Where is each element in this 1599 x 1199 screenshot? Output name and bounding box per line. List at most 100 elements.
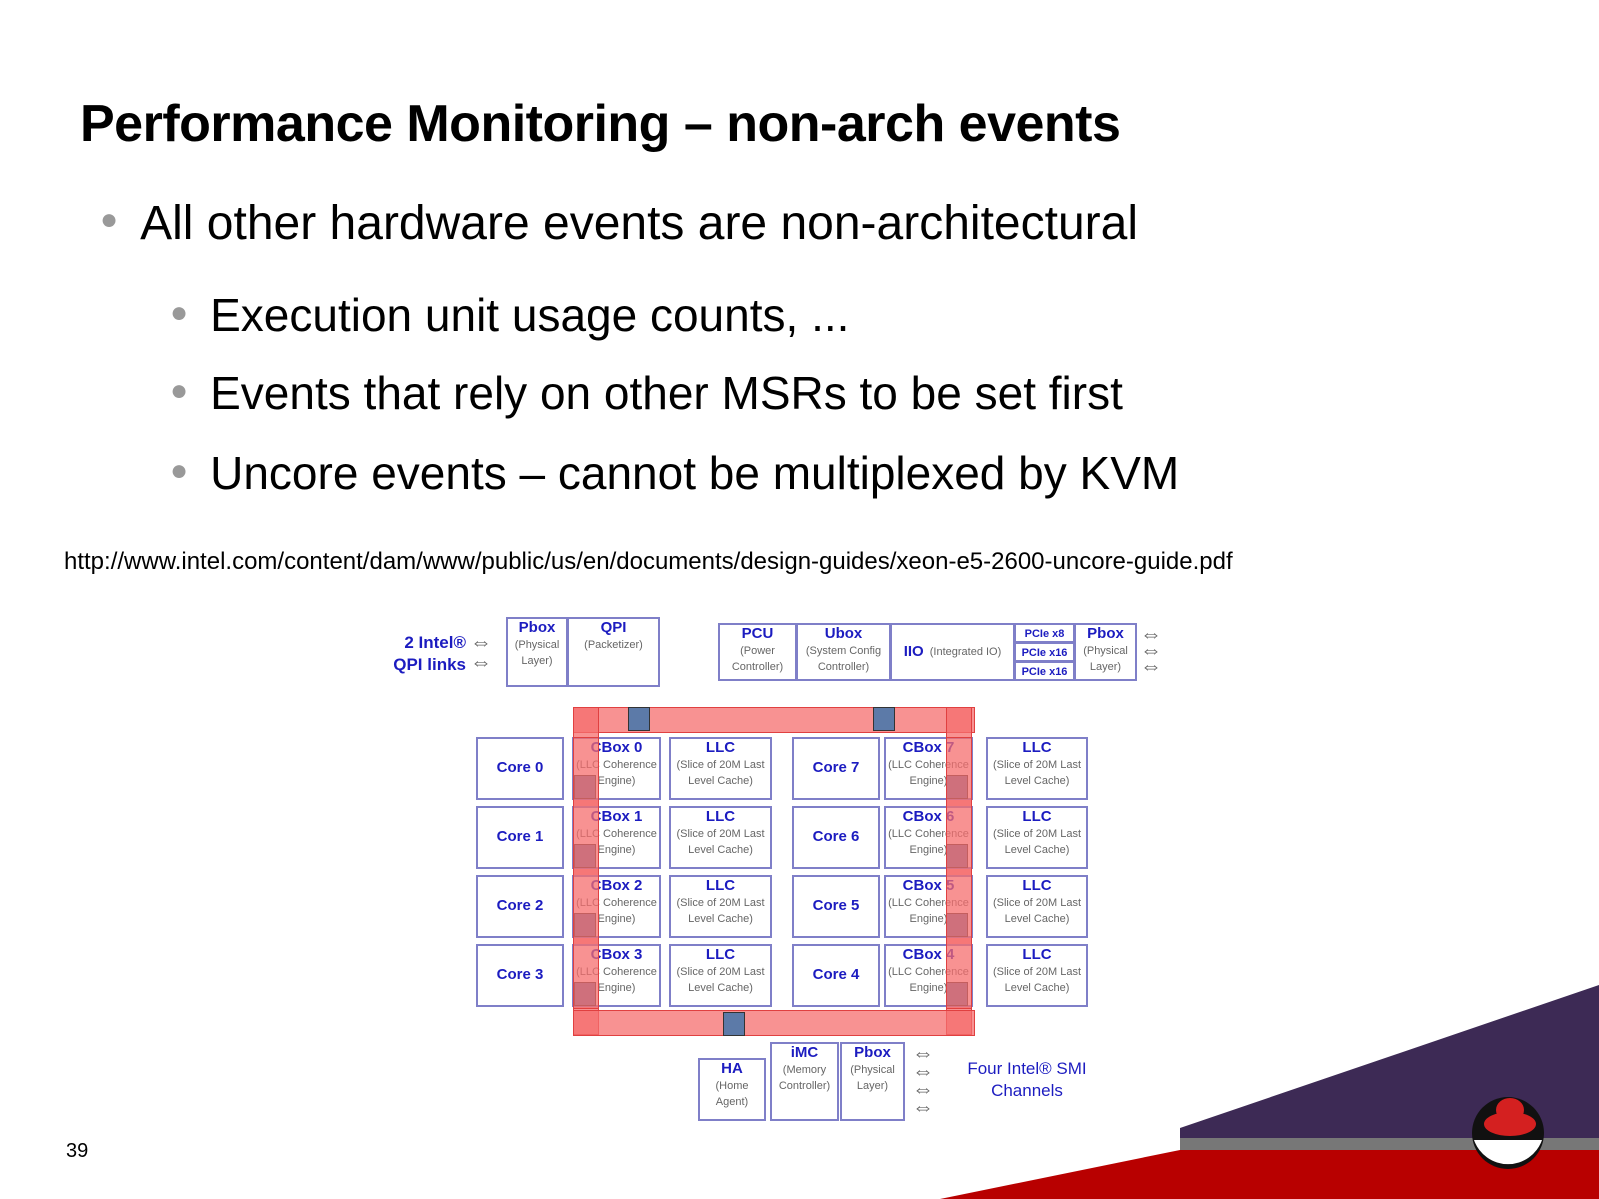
bullet-text: Execution unit usage counts, ... [210, 289, 850, 341]
box-desc: Engine) [909, 775, 948, 787]
reference-link[interactable]: http://www.intel.com/content/dam/www/pub… [64, 548, 1233, 575]
double-arrow-icon: ⇔⇔⇔ [1140, 621, 1162, 678]
box-desc: Level Cache) [1004, 775, 1070, 787]
box-title: LLC [1022, 808, 1052, 825]
box-desc: (Integrated IO) [929, 646, 1002, 658]
ring-bus [946, 737, 972, 1009]
box-desc: Level Cache) [1004, 982, 1070, 994]
box-title: LLC [1022, 877, 1052, 894]
pcie-slot: PCIe x16 [1014, 661, 1075, 681]
box-title: Core 6 [812, 828, 860, 845]
bullet: ●All other hardware events are non-archi… [100, 196, 1138, 251]
box-desc: Level Cache) [1004, 844, 1070, 856]
box-desc: Controller) [731, 661, 784, 673]
double-arrow-icon: ⇔⇔⇔⇔ [912, 1040, 934, 1119]
box-desc: (System Config [805, 645, 882, 657]
box-desc: Level Cache) [1004, 913, 1070, 925]
box-title: CBox 4 [902, 946, 955, 963]
core-box: Core 7 [792, 737, 880, 800]
core-box: Core 1 [476, 806, 564, 869]
box-title: Core 5 [812, 897, 860, 914]
box-title: Ubox [824, 625, 863, 642]
box-desc: Level Cache) [688, 775, 753, 787]
box-desc: (Physical [514, 639, 560, 651]
box-title: QPI [600, 619, 627, 636]
box-title: iMC [790, 1044, 819, 1061]
box-desc: Controller) [817, 661, 870, 673]
slide-title: Performance Monitoring – non-arch events [80, 95, 1121, 153]
box-desc: (Slice of 20M Last [992, 828, 1082, 840]
box-title: LLC [705, 946, 736, 963]
box-desc: Agent) [715, 1096, 749, 1108]
page-number: 39 [66, 1140, 89, 1162]
ring-stop [628, 707, 650, 731]
box-desc: Controller) [778, 1080, 831, 1092]
box-title: LLC [1022, 739, 1052, 756]
box-title: Core 3 [496, 966, 544, 983]
box-desc: Engine) [597, 844, 636, 856]
ring-stop [873, 707, 895, 731]
sub-bullet: ●Events that rely on other MSRs to be se… [170, 366, 1123, 420]
ring-bus [573, 1010, 975, 1036]
box-desc: (Slice of 20M Last [676, 897, 765, 909]
box-title: CBox 5 [902, 877, 955, 894]
box-title: CBox 7 [902, 739, 955, 756]
box-title: Pbox [518, 619, 556, 636]
box-desc: Layer) [521, 655, 553, 667]
qpi-links-label: 2 Intel®QPI links [393, 633, 466, 674]
box-title: LLC [705, 739, 736, 756]
box-title: LLC [1022, 946, 1052, 963]
core-box: Core 6 [792, 806, 880, 869]
box-desc: (Slice of 20M Last [992, 897, 1082, 909]
box-title: Core 7 [812, 759, 860, 776]
iio-box: IIO(Integrated IO) [890, 623, 1015, 681]
box-title: PCU [741, 625, 774, 642]
box-desc: Engine) [909, 982, 948, 994]
core-box: Core 3 [476, 944, 564, 1007]
box-title: CBox 0 [590, 739, 643, 756]
box-title: Core 1 [496, 828, 544, 845]
box-desc: Level Cache) [688, 844, 753, 856]
box-desc: Level Cache) [688, 913, 753, 925]
box-title: LLC [705, 877, 736, 894]
box-desc: Layer) [1089, 661, 1122, 673]
box-desc: Engine) [597, 913, 636, 925]
box-title: Core 0 [496, 759, 544, 776]
sub-bullet: ●Uncore events – cannot be multiplexed b… [170, 446, 1179, 500]
box-title: Pbox [854, 1044, 891, 1061]
box-title: CBox 6 [902, 808, 955, 825]
bullet-dot-icon: ● [100, 203, 119, 237]
double-arrow-icon: ⇔⇔ [470, 629, 492, 674]
ring-stop [723, 1012, 745, 1036]
ring-bus [573, 737, 599, 1009]
box-title: CBox 1 [590, 808, 643, 825]
bullet-text: Events that rely on other MSRs to be set… [210, 367, 1123, 419]
redhat-logo-icon [1472, 1097, 1544, 1169]
qpi-box: QPI (Packetizer) [567, 617, 660, 687]
box-desc: (Packetizer) [584, 639, 643, 651]
box-desc: (Slice of 20M Last [676, 828, 765, 840]
bullet-dot-icon: ● [170, 295, 189, 329]
box-desc: (Power [740, 645, 775, 657]
sub-bullet: ● Execution unit usage counts, ... [170, 288, 849, 342]
box-title: CBox 3 [590, 946, 643, 963]
box-desc: (Home [715, 1080, 749, 1092]
box-desc: Engine) [909, 913, 948, 925]
box-desc: (Slice of 20M Last [676, 966, 765, 978]
box-title: PCIe x8 [1024, 628, 1065, 640]
box-title: Core 4 [812, 966, 860, 983]
